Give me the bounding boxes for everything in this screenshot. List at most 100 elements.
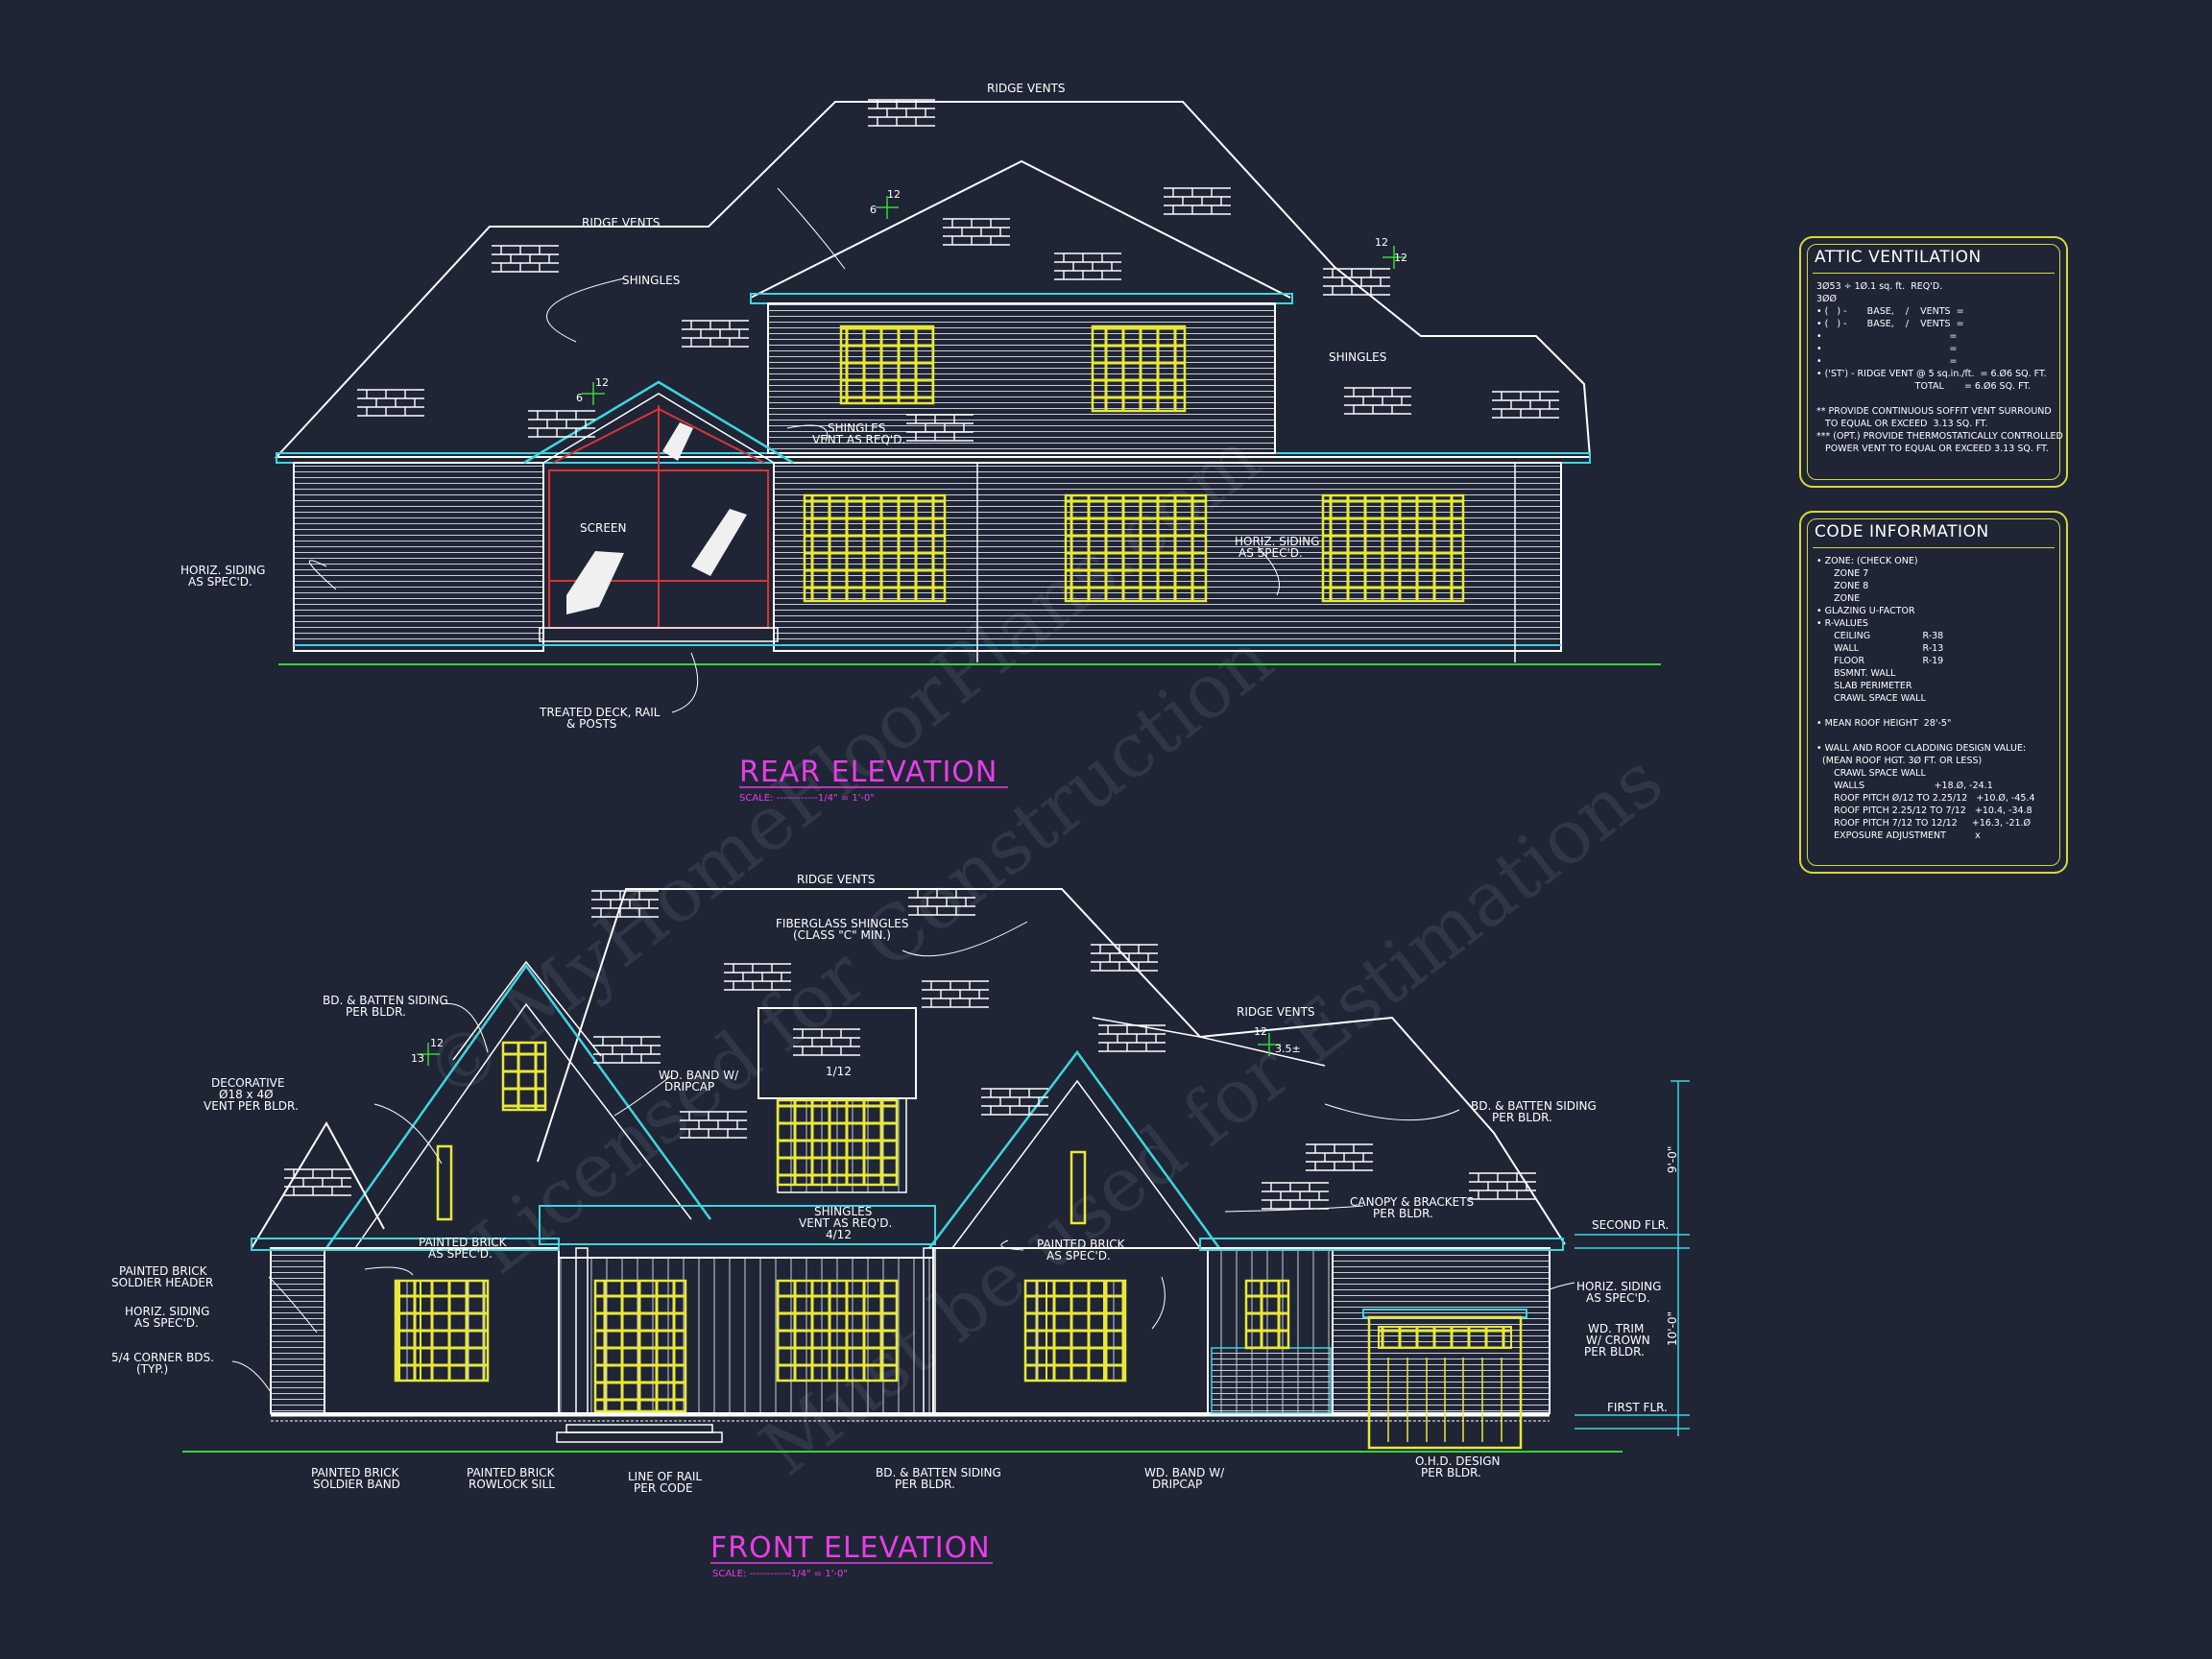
roof-hatch xyxy=(527,410,596,438)
front-label: PER BLDR. xyxy=(346,1005,406,1019)
front-small-window xyxy=(1244,1279,1290,1350)
rear-label: SHINGLES xyxy=(622,274,680,287)
attic-ventilation-line: • ( ) - BASE, / VENTS = xyxy=(1816,319,1964,329)
pitch-rise: 3.5± xyxy=(1275,1043,1301,1055)
pitch-rise: 6 xyxy=(576,392,583,404)
front-left-siding xyxy=(270,1247,325,1414)
front-left-fascia xyxy=(251,1238,560,1251)
level-label: FIRST FLR. xyxy=(1607,1401,1668,1414)
rear-label: AS SPEC'D. xyxy=(188,575,252,589)
front-label: PER BLDR. xyxy=(1421,1466,1481,1479)
front-label: AS SPEC'D. xyxy=(1046,1249,1111,1262)
front-window-center xyxy=(776,1279,899,1382)
front-label: (CLASS "C" MIN.) xyxy=(793,928,891,942)
rear-elevation: RIDGE VENTS RIDGE VENTS SHINGLES SHINGLE… xyxy=(180,82,1661,804)
roof-hatch xyxy=(283,1168,352,1196)
front-label: PAINTED BRICK xyxy=(311,1466,400,1479)
front-label: VENT PER BLDR. xyxy=(204,1099,299,1113)
code-information-line xyxy=(1816,730,2055,742)
front-label: DRIPCAP xyxy=(1152,1478,1202,1491)
code-information-line: • ZONE: (CHECK ONE) xyxy=(1816,556,1918,566)
dormer-pitch: 1/12 xyxy=(826,1065,852,1078)
front-label: O.H.D. DESIGN xyxy=(1415,1455,1501,1468)
roof-hatch xyxy=(592,1036,661,1064)
roof-hatch xyxy=(1053,252,1122,280)
attic-ventilation-line xyxy=(1816,393,2055,405)
roof-hatch xyxy=(1322,268,1391,296)
pitch-run: 12 xyxy=(887,188,901,201)
front-right-gable xyxy=(928,1049,1221,1249)
code-information-line: ZONE xyxy=(1816,593,1861,604)
code-information-line: CEILING R-38 xyxy=(1816,631,1944,641)
roof-hatch xyxy=(1261,1182,1330,1210)
rear-label: SCREEN xyxy=(580,521,626,535)
front-label: Ø18 x 4Ø xyxy=(219,1088,274,1101)
pitch-run: 12 xyxy=(595,376,609,389)
pitch-run: 12 xyxy=(1254,1025,1267,1038)
roof-hatch xyxy=(1163,187,1232,215)
front-decorative-vent-right xyxy=(1070,1150,1087,1225)
front-label: ROWLOCK SILL xyxy=(469,1478,555,1491)
rear-pitch-marker xyxy=(582,196,1406,405)
front-label: PAINTED BRICK xyxy=(1037,1238,1126,1251)
front-label: DECORATIVE xyxy=(211,1076,284,1090)
rear-label: & POSTS xyxy=(566,717,616,731)
rear-main-roof xyxy=(274,101,1592,458)
dimension-label: 9'-0" xyxy=(1666,1146,1679,1173)
rear-label: RIDGE VENTS xyxy=(987,82,1066,95)
code-information-line: • WALL AND ROOF CLADDING DESIGN VALUE: xyxy=(1816,743,2027,754)
front-label: HORIZ. SIDING xyxy=(1576,1280,1661,1293)
code-information-line: ROOF PITCH 7/12 TO 12/12 +16.3, -21.Ø xyxy=(1816,818,2032,829)
rear-lower-window-2 xyxy=(1064,493,1208,603)
roof-hatch xyxy=(681,320,750,348)
code-information-line: CRAWL SPACE WALL xyxy=(1816,768,1926,779)
code-information-line: (MEAN ROOF HGT. 3Ø FT. OR LESS) xyxy=(1816,756,1983,766)
front-label: BD. & BATTEN SIDING xyxy=(876,1466,1001,1479)
attic-ventilation-line: TO EQUAL OR EXCEED 3.13 SQ. FT. xyxy=(1816,419,1988,429)
attic-ventilation-line: TOTAL = 6.Ø6 SQ. FT. xyxy=(1816,381,2032,392)
front-left-upper-gable xyxy=(452,960,602,1061)
front-garage-door xyxy=(1367,1315,1523,1450)
front-elevation: 9'-0" 10'-0" RIDGE VENTS RIDGE VENTS FIB… xyxy=(111,873,1690,1579)
front-entry-door xyxy=(593,1279,687,1413)
roof-hatch xyxy=(491,245,560,273)
attic-ventilation-line: 3ØØ xyxy=(1816,294,1837,304)
rear-upper-fascia xyxy=(750,293,1293,304)
front-label: PAINTED BRICK xyxy=(419,1236,508,1249)
rear-elevation-title: REAR ELEVATION xyxy=(739,756,998,789)
front-label: AS SPEC'D. xyxy=(134,1316,199,1330)
front-label: SOLDIER HEADER xyxy=(111,1276,213,1289)
front-label: AS SPEC'D. xyxy=(1586,1291,1650,1305)
porch-post xyxy=(575,1247,589,1414)
code-information-lines: • ZONE: (CHECK ONE) ZONE 7 ZONE 8 ZONE• … xyxy=(1816,555,2055,842)
front-gable-window xyxy=(501,1041,547,1112)
front-elevation-scale: SCALE: ------------1/4" = 1'-0" xyxy=(712,1569,848,1579)
rear-deck xyxy=(539,627,779,642)
front-label: PER CODE xyxy=(634,1481,693,1495)
pitch-run: 12 xyxy=(430,1037,444,1049)
front-label: (TYP.) xyxy=(136,1362,168,1376)
code-information-line: WALLS +18.Ø, -24.1 xyxy=(1816,781,1993,791)
front-label: PAINTED BRICK xyxy=(119,1264,208,1278)
rear-label: TREATED DECK, RAIL xyxy=(539,706,661,719)
front-porch-roof xyxy=(539,1205,936,1245)
front-label: BD. & BATTEN SIDING xyxy=(1471,1099,1597,1113)
front-dormer-window xyxy=(776,1098,899,1187)
rear-label: HORIZ. SIDING xyxy=(1235,535,1319,548)
shutter xyxy=(1103,1280,1126,1382)
attic-ventilation-line: • = xyxy=(1816,344,1958,354)
roof-hatch xyxy=(867,99,936,127)
attic-ventilation-line: 3Ø53 ÷ 1Ø.1 sq. ft. REQ'D. xyxy=(1816,281,1943,292)
dimension-label: 10'-0" xyxy=(1666,1311,1679,1346)
front-height-dimension xyxy=(1575,1080,1690,1436)
code-information-line: CRAWL SPACE WALL xyxy=(1816,693,1926,704)
front-label: BD. & BATTEN SIDING xyxy=(323,994,448,1007)
front-label: DRIPCAP xyxy=(664,1080,714,1094)
rear-label: HORIZ. SIDING xyxy=(180,564,265,577)
code-information-line: WALL R-13 xyxy=(1816,643,1944,654)
code-information-line: FLOOR R-19 xyxy=(1816,656,1944,666)
shutter xyxy=(1024,1280,1047,1382)
roof-hatch xyxy=(1090,944,1159,972)
roof-hatch xyxy=(921,980,990,1008)
